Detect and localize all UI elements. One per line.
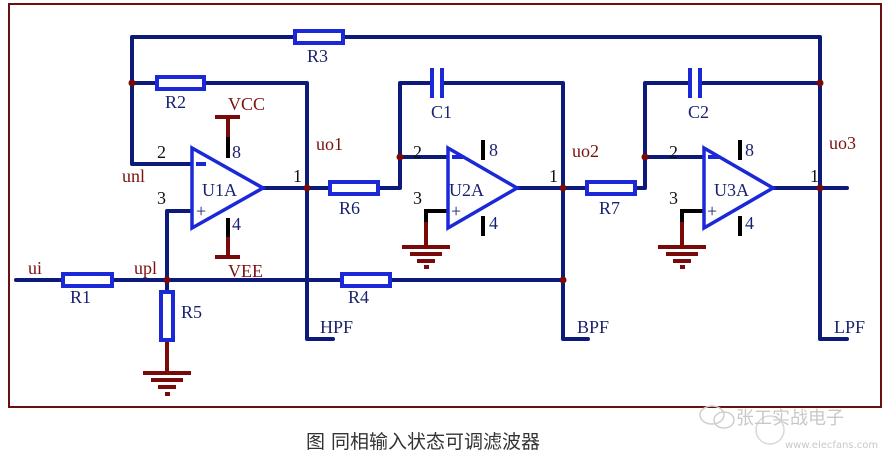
- opamp-u2: +: [446, 144, 521, 232]
- capacitor-c1: [430, 68, 444, 98]
- resistor-r2: [155, 75, 206, 91]
- opamp-u3: +: [702, 144, 777, 232]
- label-r3: R3: [307, 46, 328, 66]
- wechat-icon: [713, 411, 735, 429]
- plus-sign: +: [451, 201, 461, 221]
- ground-icon: [402, 222, 450, 269]
- output-lpf: LPF: [834, 317, 865, 337]
- pin-number: 4: [489, 213, 498, 233]
- label-r5: R5: [181, 302, 202, 322]
- pin-number: 3: [157, 188, 166, 208]
- label-u1a: U1A: [202, 180, 237, 200]
- label-r2: R2: [165, 92, 186, 112]
- net-ui: ui: [28, 258, 42, 278]
- wechat-icon: [699, 405, 725, 425]
- output-bpf: BPF: [577, 317, 609, 337]
- label-r7: R7: [599, 198, 620, 218]
- label-r1: R1: [70, 287, 91, 307]
- label-c2: C2: [688, 102, 709, 122]
- pin-number: 8: [232, 142, 241, 162]
- pin-number: 1: [293, 166, 302, 186]
- pin-number: 3: [413, 188, 422, 208]
- opamp-u1: +: [190, 145, 267, 231]
- pin-number: 4: [232, 214, 241, 234]
- net-unl: unl: [122, 166, 145, 186]
- logo-ring-icon: [755, 415, 785, 445]
- pin-number: 1: [810, 166, 819, 186]
- figure-caption: 图 同相输入状态可调滤波器: [306, 431, 540, 453]
- plus-sign: +: [196, 201, 206, 221]
- plus-sign: +: [707, 201, 717, 221]
- resistor-r7: [585, 180, 637, 196]
- resistor-r4: [340, 272, 392, 288]
- pin-number: 8: [745, 140, 754, 160]
- pin-number: 2: [413, 142, 422, 162]
- pin-number: 3: [669, 188, 678, 208]
- pin-number: 2: [157, 142, 166, 162]
- ground-icon: [143, 340, 191, 396]
- label-u2a: U2A: [449, 180, 484, 200]
- pin-number: 2: [669, 142, 678, 162]
- resistor-r1: [61, 272, 114, 288]
- output-hpf: HPF: [320, 317, 353, 337]
- pin-number: 8: [489, 140, 498, 160]
- pin-number: 1: [549, 166, 558, 186]
- watermark-text: 张工实战电子: [736, 408, 844, 429]
- watermark-url: www.elecfans.com: [785, 440, 878, 451]
- wires: [14, 35, 849, 341]
- resistor-r5: [159, 290, 175, 342]
- label-c1: C1: [431, 102, 452, 122]
- watermark: 张工实战电子 www.elecfans.com: [699, 405, 878, 451]
- u1-power: [215, 115, 240, 259]
- label-r4: R4: [348, 287, 369, 307]
- net-uo1: uo1: [316, 134, 343, 154]
- schematic-frame: [8, 3, 882, 408]
- capacitor-c2: [688, 68, 702, 98]
- resistor-r6: [328, 180, 380, 196]
- ground-icon: [658, 222, 706, 269]
- junctions: [128, 79, 824, 284]
- net-uo2: uo2: [572, 141, 599, 161]
- label-r6: R6: [339, 198, 360, 218]
- net-upl: upl: [134, 258, 157, 278]
- pin-number: 4: [745, 213, 754, 233]
- label-vcc: VCC: [228, 94, 265, 114]
- label-vee: VEE: [228, 261, 263, 281]
- net-uo3: uo3: [829, 133, 856, 153]
- label-u3a: U3A: [714, 180, 749, 200]
- resistor-r3: [293, 29, 345, 45]
